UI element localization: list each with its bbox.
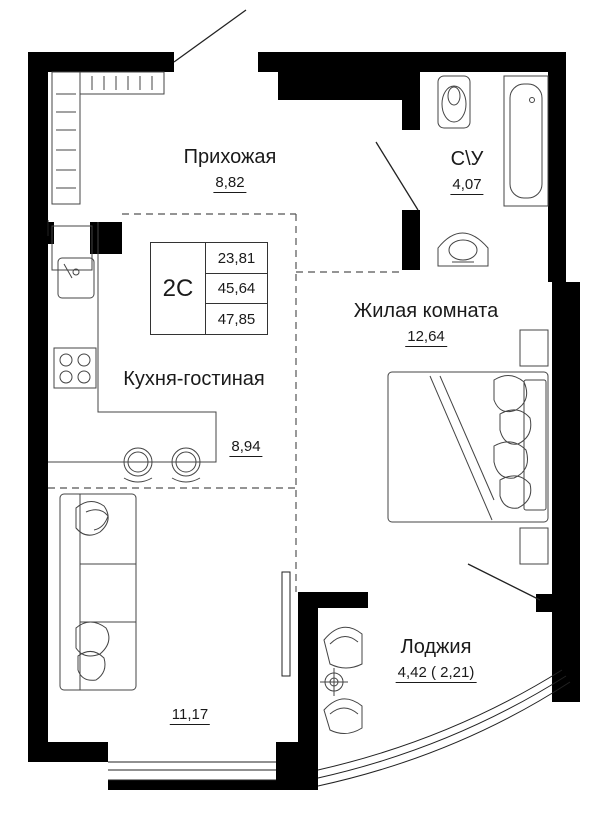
bathroom-fixtures (437, 75, 549, 267)
wardrobe (51, 71, 165, 205)
kitchen-area: 8,94 (229, 438, 263, 457)
living-room-label: Жилая комната (353, 300, 499, 322)
hallway-label: Прихожая (183, 146, 277, 168)
hallway-area: 8,82 (213, 174, 247, 193)
walls (28, 52, 580, 790)
kitchen-label: Кухня-гостиная (123, 368, 265, 390)
living-room-area: 12,64 (405, 328, 447, 347)
room-dividers (48, 213, 402, 592)
bathroom-area: 4,07 (450, 176, 484, 195)
kitchen-fixtures (48, 222, 217, 483)
loggia-label: Лоджия (400, 636, 472, 658)
sofa (59, 493, 137, 691)
apartment-badge: 2С 23,81 45,64 47,85 (150, 242, 268, 335)
apartment-type: 2С (151, 243, 206, 334)
loggia-furniture (320, 626, 363, 734)
doors (173, 9, 541, 677)
lounge-area: 11,17 (169, 706, 211, 725)
living-area-value: 23,81 (206, 243, 267, 274)
bathroom-label: С\У (450, 148, 484, 170)
loggia-area: 4,42 ( 2,21) (395, 664, 477, 683)
bed (387, 329, 549, 565)
windows (47, 220, 571, 787)
total-area-value: 45,64 (206, 273, 267, 304)
total-area-with-loggia-value: 47,85 (217, 310, 256, 328)
